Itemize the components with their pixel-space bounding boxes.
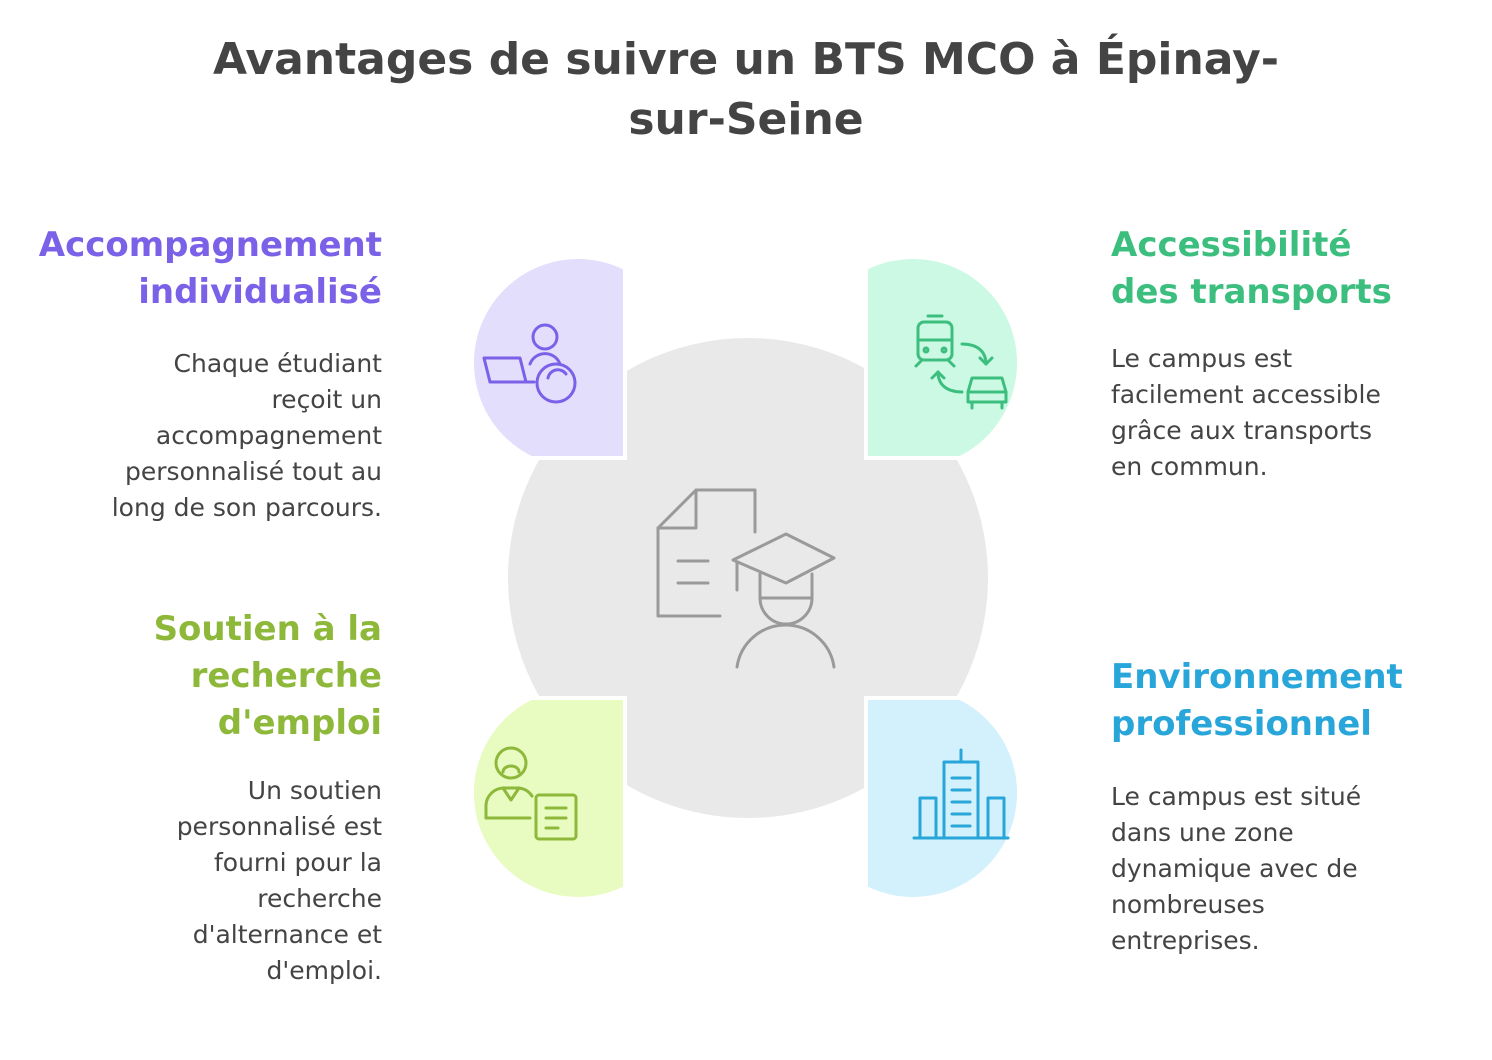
job-seeker-document-icon [484,746,578,841]
description-line: personnalisé est [176,812,382,841]
heading-line: d'emploi [217,703,382,743]
description-line: Chaque étudiant [173,349,382,378]
description-top-left: Chaque étudiant reçoit un accompagnement… [0,346,382,526]
description-line: long de son parcours. [111,493,382,522]
description-line: recherche [257,884,382,913]
description-top-right: Le campus est facilement accessible grâc… [1111,341,1481,485]
heading-top-right: Accessibilité des transports [1111,222,1481,316]
heading-line: professionnel [1111,704,1372,744]
description-line: accompagnement [155,421,382,450]
heading-bottom-left: Soutien à la recherche d'emploi [0,606,382,747]
heading-line: Environnement [1111,657,1403,697]
title-line-2: sur-Seine [628,94,864,145]
description-bottom-left: Un soutien personnalisé est fourni pour … [0,773,382,989]
description-line: en commun. [1111,452,1268,481]
heading-top-left: Accompagnement individualisé [0,222,382,316]
person-laptop-icon [482,323,577,404]
heading-line: recherche [190,656,382,696]
description-line: reçoit un [271,385,382,414]
heading-line: Accessibilité [1111,225,1352,265]
heading-line: individualisé [138,272,382,312]
quadrant-top-right-shape [864,255,1021,460]
graduate-document-icon [656,488,836,669]
heading-line: des transports [1111,272,1392,312]
description-line: d'alternance et [192,920,382,949]
description-bottom-right: Le campus est situé dans une zone dynami… [1111,779,1481,959]
description-line: facilement accessible [1111,380,1381,409]
heading-line: Accompagnement [38,225,382,265]
description-line: d'emploi. [266,956,382,985]
description-line: entreprises. [1111,926,1260,955]
heading-line: Soutien à la [153,609,382,649]
description-line: grâce aux transports [1111,416,1372,445]
office-buildings-icon [912,748,1010,840]
heading-bottom-right: Environnement professionnel [1111,654,1481,748]
title-line-1: Avantages de suivre un BTS MCO à Épinay- [212,34,1280,85]
train-car-transfer-icon [914,314,1008,410]
page-title: Avantages de suivre un BTS MCO à Épinay-… [0,30,1492,150]
quadrant-top-left-shape [470,255,627,460]
description-line: fourni pour la [213,848,382,877]
description-line: dans une zone [1111,818,1294,847]
quadrant-bottom-right-shape [864,696,1021,901]
description-line: personnalisé tout au [125,457,382,486]
description-line: Un soutien [247,776,382,805]
description-line: Le campus est situé [1111,782,1362,811]
description-line: nombreuses [1111,890,1265,919]
description-line: Le campus est [1111,344,1293,373]
quadrant-bottom-left-shape [470,696,627,901]
description-line: dynamique avec de [1111,854,1358,883]
